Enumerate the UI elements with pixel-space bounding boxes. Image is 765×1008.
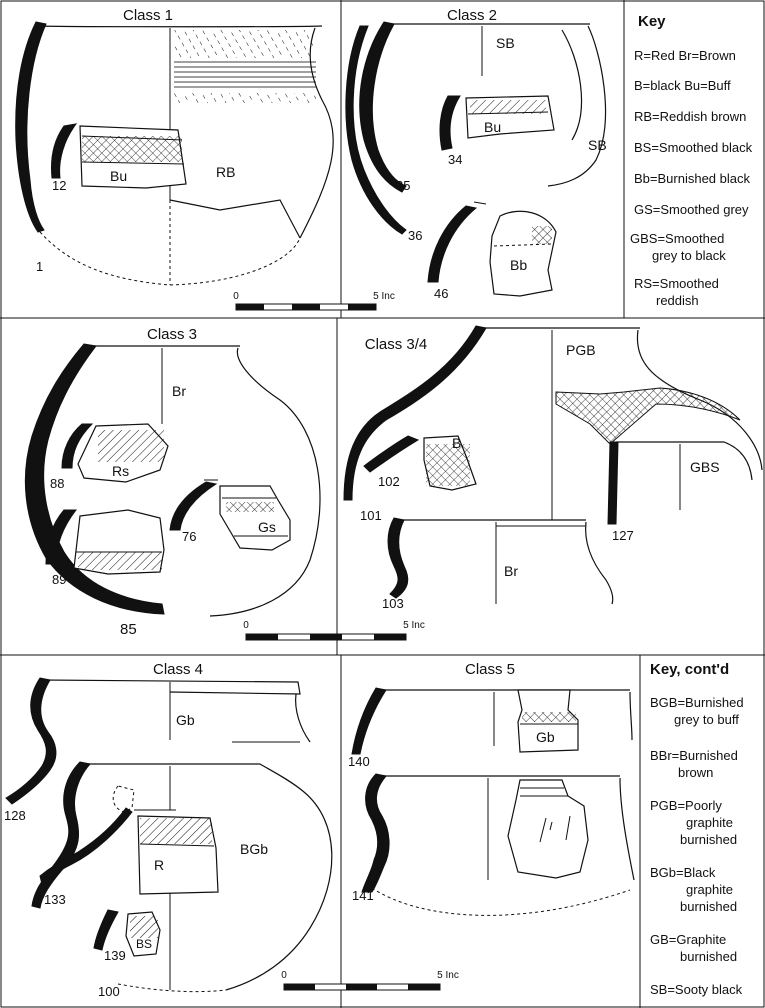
key2-item-5a: GB=Graphite [650, 932, 726, 947]
scale3-start: 0 [281, 970, 287, 981]
key-item-7b: grey to black [652, 248, 726, 263]
key2-item-1b: grey to buff [674, 712, 739, 727]
class3-num-85: 85 [120, 621, 137, 638]
key-item-2: B=black Bu=Buff [634, 78, 731, 93]
class34-num-127: 127 [612, 528, 634, 543]
key-item-8a: RS=Smoothed [634, 276, 719, 291]
class5-code-gb: Gb [536, 729, 555, 745]
key2-item-3a: PGB=Poorly [650, 798, 722, 813]
key-panel: Key R=Red Br=Brown B=black Bu=Buff RB=Re… [630, 13, 753, 308]
class34-panel: Class 3/4 PGB B 102 101 GBS 127 Br 103 [343, 325, 763, 611]
key2-title: Key, cont'd [650, 661, 729, 678]
class2-panel: Class 2 SB Bu SB 34 35 36 Bb 46 [345, 7, 607, 301]
key-item-6: GS=Smoothed grey [634, 202, 749, 217]
class3-code-rs: Rs [112, 463, 129, 479]
scale-bar-1: 0 5 Inc [233, 291, 395, 311]
class1-num-1: 1 [36, 259, 43, 274]
class2-num-34: 34 [448, 152, 462, 167]
class2-num-35: 35 [396, 178, 410, 193]
class3-code-gs: Gs [258, 519, 276, 535]
class3-num-76: 76 [182, 529, 196, 544]
class2-num-36: 36 [408, 228, 422, 243]
scale-bar-3: 0 5 Inc [281, 970, 459, 991]
key2-item-2b: brown [678, 765, 713, 780]
key2-item-3b: graphite [686, 815, 733, 830]
class1-panel: Class 1 12 Bu RB 1 [15, 7, 334, 286]
class4-num-100: 100 [98, 984, 120, 999]
class3-panel: Class 3 Br Rs 88 89 Gs 76 85 [24, 326, 321, 638]
key2-item-5b: burnished [680, 949, 737, 964]
class4-title: Class 4 [153, 661, 203, 678]
key2-item-4c: burnished [680, 899, 737, 914]
scale2-start: 0 [243, 620, 249, 631]
class34-num-102: 102 [378, 474, 400, 489]
class3-num-89: 89 [52, 572, 66, 587]
scale-bar-2: 0 5 Inc [243, 620, 425, 641]
key2-item-4b: graphite [686, 882, 733, 897]
class1-code-rb: RB [216, 164, 235, 180]
class5-title: Class 5 [465, 661, 515, 678]
class4-code-r: R [154, 857, 164, 873]
key-item-1: R=Red Br=Brown [634, 48, 736, 63]
class3-code-br: Br [172, 383, 186, 399]
class2-code-sb2: SB [588, 137, 607, 153]
class2-code-bb: Bb [510, 257, 527, 273]
class1-code-bu: Bu [110, 168, 127, 184]
scale2-end: 5 Inc [403, 620, 425, 631]
key-item-3: RB=Reddish brown [634, 109, 746, 124]
class1-title: Class 1 [123, 7, 173, 24]
class2-title: Class 2 [447, 7, 497, 24]
class4-num-133: 133 [44, 892, 66, 907]
key2-item-4a: BGb=Black [650, 865, 716, 880]
class34-title: Class 3/4 [365, 336, 428, 353]
class4-code-bs: BS [136, 937, 152, 951]
class2-code-bu: Bu [484, 119, 501, 135]
class34-code-gbs: GBS [690, 459, 720, 475]
scale1-end: 5 Inc [373, 291, 395, 302]
scale3-end: 5 Inc [437, 970, 459, 981]
class5-num-140: 140 [348, 754, 370, 769]
class4-code-gb: Gb [176, 712, 195, 728]
key-title: Key [638, 13, 666, 30]
class4-panel: Class 4 Gb 128 R BGb 133 BS 139 100 [4, 661, 333, 999]
class4-num-128: 128 [4, 808, 26, 823]
class5-panel: Class 5 Gb 140 141 [348, 661, 635, 916]
key-item-5: Bb=Burnished black [634, 171, 750, 186]
class3-num-88: 88 [50, 476, 64, 491]
class4-code-bgb: BGb [240, 841, 268, 857]
key2-item-2a: BBr=Burnished [650, 748, 738, 763]
class34-code-b: B [452, 435, 461, 451]
key-item-7a: GBS=Smoothed [630, 231, 724, 246]
class34-code-br: Br [504, 563, 518, 579]
key2-item-6: SB=Sooty black [650, 982, 743, 997]
class3-title: Class 3 [147, 326, 197, 343]
scale1-start: 0 [233, 291, 239, 302]
key2-item-3c: burnished [680, 832, 737, 847]
class34-code-pgb: PGB [566, 342, 596, 358]
key-item-4: BS=Smoothed black [634, 140, 753, 155]
class2-code-sb1: SB [496, 35, 515, 51]
class34-num-103: 103 [382, 596, 404, 611]
key-item-8b: reddish [656, 293, 699, 308]
key2-item-1a: BGB=Burnished [650, 695, 744, 710]
class4-num-139: 139 [104, 948, 126, 963]
class1-num-12: 12 [52, 178, 66, 193]
key2-panel: Key, cont'd BGB=Burnished grey to buff B… [650, 661, 744, 997]
class5-num-141: 141 [352, 888, 374, 903]
class34-num-101: 101 [360, 508, 382, 523]
class2-num-46: 46 [434, 286, 448, 301]
